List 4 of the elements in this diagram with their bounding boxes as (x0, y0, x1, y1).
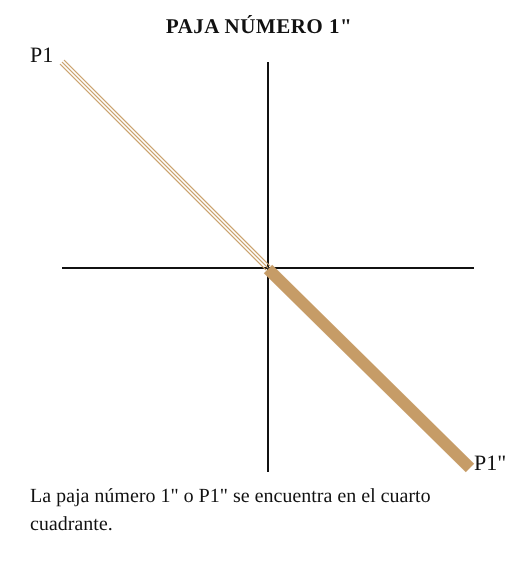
point-label: P1 (30, 42, 54, 68)
title: PAJA NÚMERO 1" (164, 14, 354, 39)
caption: La paja número 1" o P1" se encuentra en el cuarto cuadrante. (30, 484, 432, 537)
point-label: P1" (474, 450, 506, 476)
